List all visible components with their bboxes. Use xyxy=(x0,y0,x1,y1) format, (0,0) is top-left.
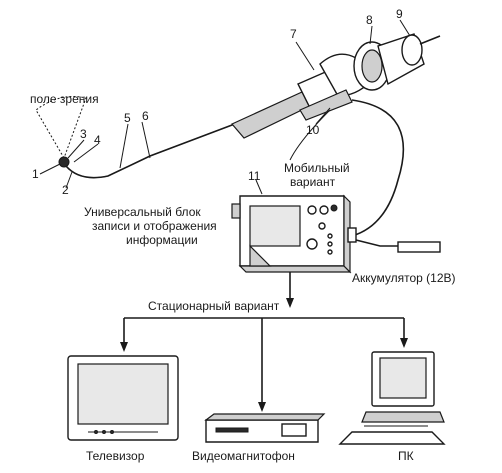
light-cable xyxy=(289,109,331,161)
callout-11: 11 xyxy=(248,169,261,183)
insertion-tube xyxy=(58,121,241,179)
battery-cable xyxy=(355,239,398,247)
callout-3: 3 xyxy=(80,127,87,141)
video-cable xyxy=(351,99,405,237)
callout-6: 6 xyxy=(142,109,149,123)
callout-8: 8 xyxy=(366,13,373,27)
television-label: Телевизор xyxy=(86,449,145,463)
vcr xyxy=(204,413,326,443)
stationary-variant-label: Стационарный вариант xyxy=(148,299,280,313)
personal-computer xyxy=(338,351,446,445)
mobile-variant-label-2: вариант xyxy=(290,175,336,189)
callout-7: 7 xyxy=(290,27,297,41)
universal-block-label-3: информации xyxy=(126,233,198,247)
callout-5: 5 xyxy=(124,111,131,125)
mobile-variant-label-1: Мобильный xyxy=(284,161,350,175)
callout-9: 9 xyxy=(396,7,403,21)
endoscope-handle xyxy=(231,53,371,139)
unit-screen xyxy=(249,205,301,247)
callout-2: 2 xyxy=(62,183,69,197)
distribution-arrows xyxy=(120,272,408,412)
field-of-view-label: поле зрения xyxy=(30,92,99,106)
callout-10: 10 xyxy=(306,123,320,137)
television xyxy=(67,355,179,441)
vcr-label: Видеомагнитофон xyxy=(192,449,295,463)
field-of-view-cone xyxy=(35,96,87,160)
camera-head xyxy=(353,33,441,91)
callout-lines xyxy=(39,19,411,195)
battery xyxy=(397,241,441,253)
pc-label: ПК xyxy=(398,449,414,463)
universal-block-label-2: записи и отображения xyxy=(92,219,217,233)
callout-1: 1 xyxy=(32,167,39,181)
probe-tip xyxy=(58,156,70,168)
universal-block-label-1: Универсальный блок xyxy=(84,205,201,219)
callout-4: 4 xyxy=(94,133,101,147)
battery-label: Аккумулятор (12В) xyxy=(352,271,456,285)
recording-display-unit xyxy=(231,194,357,274)
